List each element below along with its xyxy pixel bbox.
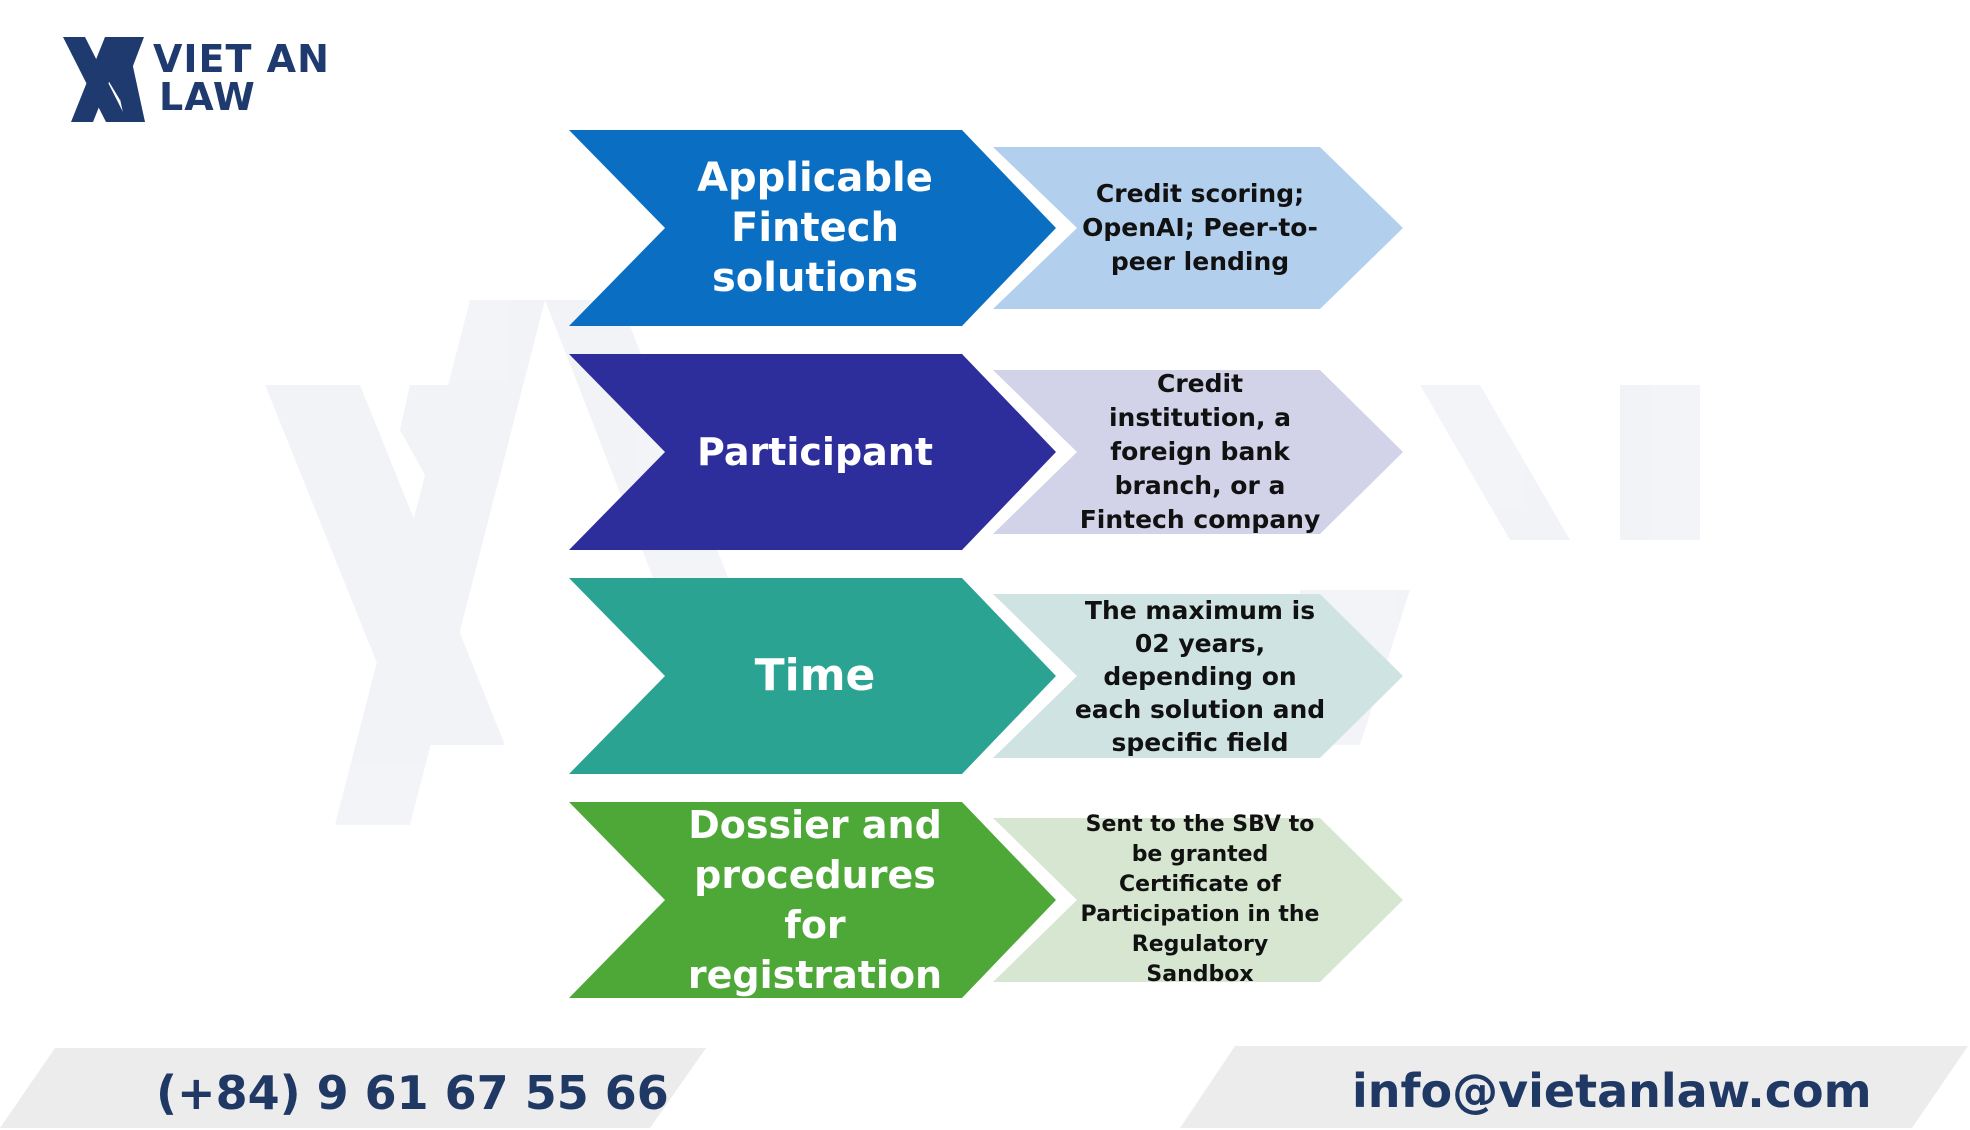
logo-line-1: VIET AN [153, 37, 330, 81]
detail-box-1 [993, 147, 1403, 309]
detail-box-3 [993, 594, 1403, 758]
chevron-label-2: Participant [696, 429, 933, 474]
chevron-label-3: Time [754, 649, 876, 701]
detail-box-4 [993, 818, 1403, 982]
chevron-label-4: Dossier and procedures for registration [687, 802, 943, 997]
footer-phone[interactable]: (+84) 9 61 67 55 66 [156, 1066, 669, 1120]
detail-label-3: The maximum is 02 years, depending on ea… [1074, 595, 1326, 757]
chevron-2 [569, 354, 1056, 550]
logo-wordmark: VIET AN LAW [153, 40, 330, 116]
footer-band-right [1180, 1046, 1968, 1128]
chevron-label-1: Applicable Fintech solutions [697, 154, 933, 301]
chevron-1 [569, 130, 1056, 326]
detail-label-1: Credit scoring; OpenAI; Peer-to-peer len… [1082, 179, 1318, 276]
logo-line-2: LAW [159, 75, 256, 119]
detail-label-2: Credit institution, a foreign bank branc… [1079, 369, 1321, 534]
footer-email[interactable]: info@vietanlaw.com [1352, 1064, 1872, 1118]
chevron-3 [569, 578, 1056, 774]
footer-band-left [0, 1048, 706, 1128]
detail-label-4: Sent to the SBV to be granted Certificat… [1080, 812, 1320, 987]
chevron-4 [569, 802, 1056, 998]
detail-box-2 [993, 370, 1403, 534]
